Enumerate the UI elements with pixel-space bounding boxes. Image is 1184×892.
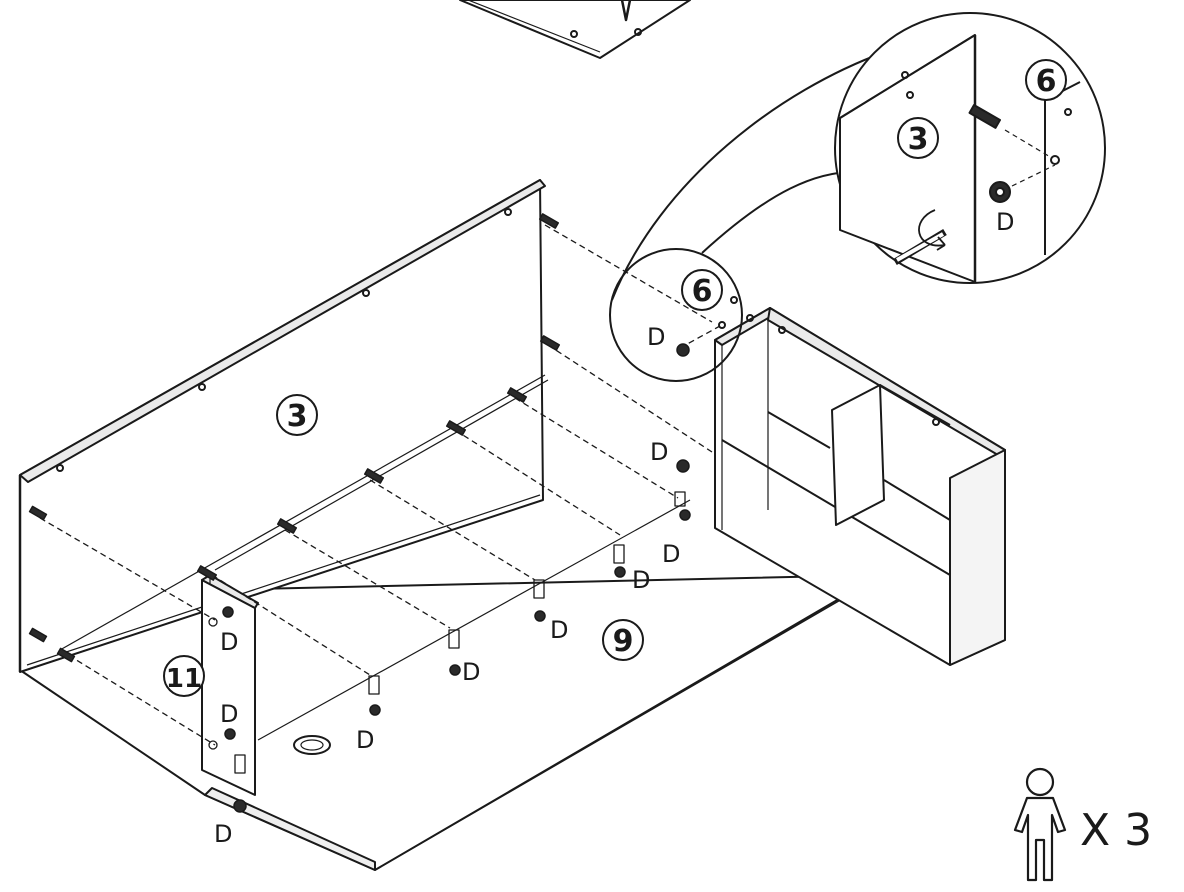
svg-text:3: 3: [287, 399, 308, 434]
part-label-6-zoom: 6: [681, 269, 723, 311]
hardware-label: D: [220, 700, 238, 728]
hardware-label: D: [647, 323, 665, 351]
part-label-6-detail: 6: [1025, 59, 1067, 101]
svg-text:3: 3: [908, 122, 929, 157]
hardware-label: D: [220, 628, 238, 656]
headboard-unit: [714, 296, 1006, 666]
person-icon: [1013, 767, 1067, 882]
svg-text:6: 6: [692, 274, 713, 309]
part-label-11-rail: 11: [163, 655, 205, 697]
hardware-label: D: [996, 208, 1014, 236]
svg-text:9: 9: [613, 624, 634, 659]
hardware-label: D: [550, 616, 568, 644]
slat-lines: [59, 374, 691, 741]
part-label-3-detail: 3: [897, 117, 939, 159]
hardware-label: D: [214, 820, 232, 848]
part-labels: 3 6 9 11 3 6: [163, 59, 1067, 697]
detail-inset: [834, 12, 1106, 284]
hardware-label: D: [662, 540, 680, 568]
svg-text:6: 6: [1036, 64, 1057, 99]
hardware-labels: D D D D D D D D D D D: [214, 208, 1014, 848]
assembly-guides: [39, 224, 721, 746]
hardware-label: D: [632, 566, 650, 594]
hardware-fittings: [28, 213, 691, 813]
part-label-3-back: 3: [276, 394, 318, 436]
top-panel-partial: [459, 0, 691, 59]
svg-text:11: 11: [166, 664, 202, 694]
hardware-label: D: [650, 438, 668, 466]
part-label-9-floor: 9: [602, 619, 644, 661]
people-count: X 3: [1080, 805, 1152, 856]
hardware-label: D: [356, 726, 374, 754]
hardware-label: D: [462, 658, 480, 686]
